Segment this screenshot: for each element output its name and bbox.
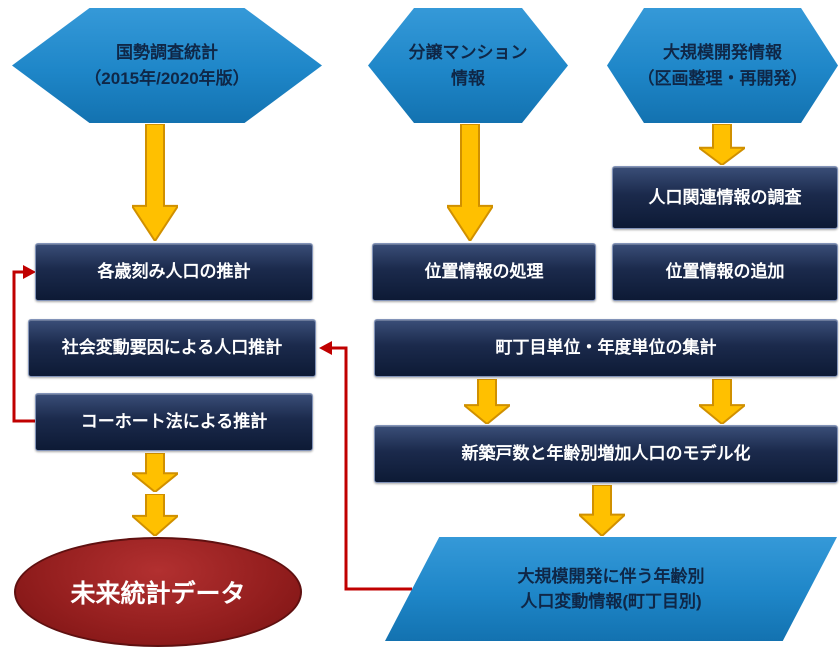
node-label: 未来統計データ bbox=[70, 580, 246, 608]
node-label: 社会変動要因による人口推計 bbox=[61, 338, 283, 358]
node-label: 位置情報の処理 bbox=[424, 262, 544, 282]
arrow-down-census-to-age-icon bbox=[132, 124, 178, 241]
node-future-statistics-data: 未来統計データ bbox=[14, 537, 302, 647]
arrowhead-left-icon bbox=[319, 341, 332, 355]
node-dev-population-change-info: 大規模開発に伴う年齢別 人口変動情報(町丁目別) bbox=[385, 537, 837, 641]
node-condominium-info: 分譲マンション 情報 bbox=[368, 8, 568, 123]
node-label: 大規模開発に伴う年齢別 人口変動情報(町丁目別) bbox=[517, 566, 705, 612]
node-new-units-modeling: 新築戸数と年齢別増加人口のモデル化 bbox=[374, 425, 838, 483]
node-label: 国勢調査統計 （2015年/2020年版） bbox=[84, 43, 250, 88]
node-label: 大規模開発情報 （区画整理・再開発） bbox=[637, 43, 808, 88]
arrow-down-largedev-to-survey-icon bbox=[699, 124, 745, 165]
node-label: 町丁目単位・年度単位の集計 bbox=[495, 338, 717, 358]
node-large-development-info: 大規模開発情報 （区画整理・再開発） bbox=[607, 8, 838, 123]
node-label: 位置情報の追加 bbox=[665, 262, 785, 282]
arrow-down-mansion-to-locproc-icon bbox=[447, 124, 493, 241]
node-label: 各歳刻み人口の推計 bbox=[97, 262, 251, 282]
node-label: コーホート法による推計 bbox=[80, 412, 268, 432]
arrow-down-model-to-devpop-icon bbox=[579, 485, 625, 536]
arrow-down-aggregate-to-model-left-icon bbox=[464, 379, 510, 424]
arrow-down-aggregate-to-model-right-icon bbox=[699, 379, 745, 424]
node-social-change-estimate: 社会変動要因による人口推計 bbox=[28, 319, 316, 377]
node-label: 新築戸数と年齢別増加人口のモデル化 bbox=[461, 444, 751, 464]
arrow-down-to-future-data-icon bbox=[132, 494, 178, 536]
node-location-addition: 位置情報の追加 bbox=[612, 243, 838, 301]
node-census-statistics: 国勢調査統計 （2015年/2020年版） bbox=[12, 8, 322, 123]
node-location-processing: 位置情報の処理 bbox=[372, 243, 596, 301]
node-age-population-estimate: 各歳刻み人口の推計 bbox=[35, 243, 313, 301]
arrow-down-cohort-upper-icon bbox=[132, 453, 178, 492]
node-label: 人口関連情報の調査 bbox=[648, 187, 802, 207]
node-population-related-survey: 人口関連情報の調査 bbox=[612, 166, 838, 229]
node-district-year-aggregation: 町丁目単位・年度単位の集計 bbox=[374, 319, 838, 377]
node-label: 分譲マンション 情報 bbox=[408, 43, 528, 88]
node-cohort-method-estimate: コーホート法による推計 bbox=[35, 393, 313, 451]
